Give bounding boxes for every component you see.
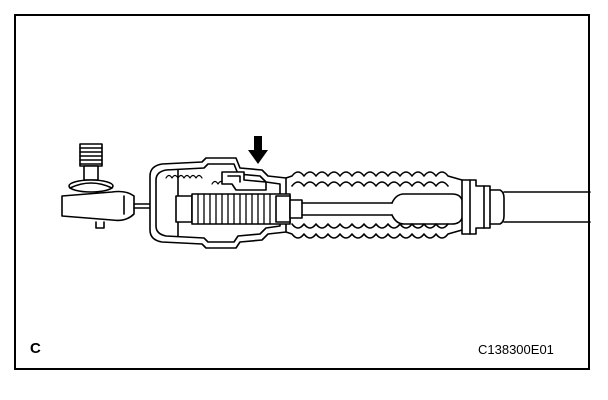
rack-bar	[301, 193, 463, 225]
steering-gear-housing	[503, 191, 591, 223]
figure-corner-letter: C	[30, 340, 41, 357]
rack-boot-bellows	[285, 171, 463, 239]
figure-code: C138300E01	[478, 342, 554, 357]
tie-rod-stud	[68, 143, 114, 193]
tie-rod-end-body	[61, 182, 151, 229]
boot-clamp	[461, 179, 505, 235]
down-arrow-icon	[248, 136, 268, 164]
inner-threaded-joint	[165, 171, 303, 225]
